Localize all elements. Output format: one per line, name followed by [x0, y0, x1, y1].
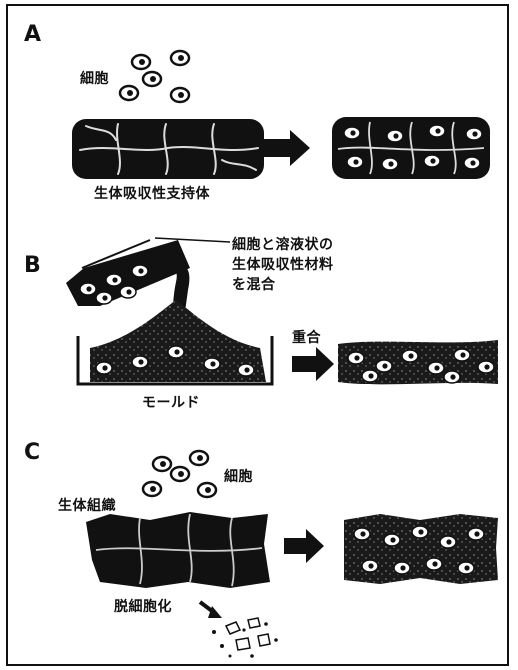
cell-icon [171, 467, 189, 481]
panel-c-tissue [86, 512, 270, 588]
decellularized-debris [212, 618, 278, 658]
panel-b-polymerized-construct [338, 340, 498, 384]
panel-b-label: B [24, 253, 41, 278]
panel-c-label: C [24, 440, 40, 465]
panel-b-mix-line-2: 生体吸収性材料 [232, 254, 334, 274]
panel-b-mold-label: モールド [142, 392, 200, 412]
panel-c-free-cells [143, 451, 216, 497]
cell-icon [171, 88, 189, 102]
panel-a-scaffold [72, 119, 264, 179]
panel-c-decell-label: 脱細胞化 [114, 596, 172, 616]
cell-icon [120, 86, 138, 100]
panel-c-cells-label: 細胞 [224, 466, 253, 486]
arrow-right-icon [292, 347, 334, 381]
diagonal-arrow-icon [200, 602, 222, 618]
panel-b-arrow-label: 重合 [292, 327, 321, 347]
panel-a-free-cells [120, 51, 189, 102]
arrow-right-icon [284, 529, 324, 563]
panel-a-seeded-scaffold [332, 117, 490, 179]
panel-b-mix-line-3: を混合 [232, 274, 276, 294]
panel-c-recellularized-tissue [344, 514, 498, 584]
cell-icon [190, 451, 208, 465]
cell-icon [153, 457, 171, 471]
arrow-right-icon [264, 130, 310, 166]
cell-icon [143, 72, 161, 86]
cell-icon [171, 51, 189, 65]
panel-a-scaffold-label: 生体吸収性支持体 [94, 183, 210, 203]
cell-icon [132, 55, 150, 69]
cell-icon [198, 483, 216, 497]
panel-a-cells-label: 細胞 [80, 68, 109, 88]
panel-a-label: A [24, 22, 41, 47]
cell-icon [143, 482, 161, 496]
panel-c-tissue-label: 生体組織 [58, 495, 116, 515]
panel-b-mix-line-1: 細胞と溶液状の [232, 234, 334, 254]
panel-b-mold [78, 300, 272, 384]
panel-b-tube [66, 238, 230, 306]
